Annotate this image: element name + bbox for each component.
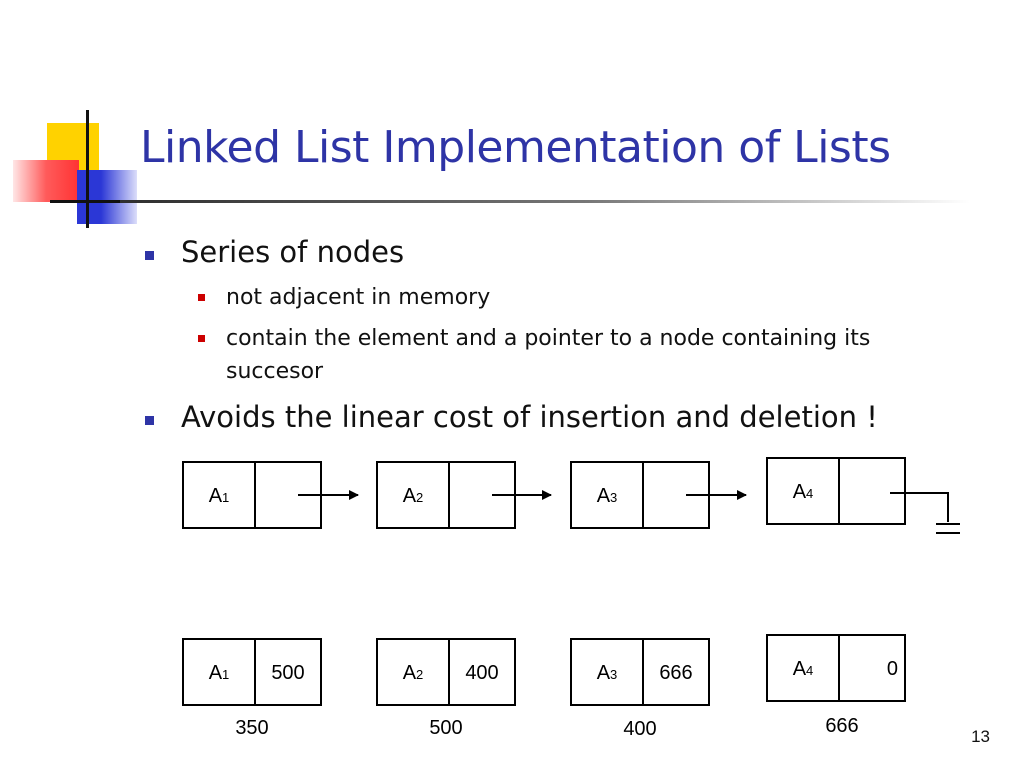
logo-vertical-line [86, 110, 89, 228]
page-number: 13 [971, 727, 990, 746]
node-element-label: A2 [402, 485, 424, 507]
slide-title: Linked List Implementation of Lists [140, 122, 891, 173]
logo-horizontal-line [50, 200, 140, 203]
sub-bullet-not-adjacent: not adjacent in memory [198, 281, 986, 314]
node-element-label: A4 [792, 481, 814, 503]
node-top-a4: A4 [766, 457, 906, 525]
node-element-label: A3 [596, 662, 618, 684]
logo-red-square [13, 160, 79, 202]
node-next-pointer: 0 [886, 658, 898, 680]
node-address-label: 500 [429, 717, 463, 739]
bullet-avoids-linear-cost: Avoids the linear cost of insertion and … [145, 400, 878, 434]
node-element-label: A4 [792, 658, 814, 680]
slide-logo [0, 0, 140, 240]
node-element-label: A3 [596, 485, 618, 507]
node-address-label: 350 [235, 717, 269, 739]
node-element-label: A2 [402, 662, 424, 684]
node-next-pointer: 400 [465, 662, 499, 684]
node-address-label: 666 [825, 715, 859, 737]
node-top-a3: A3 [570, 461, 710, 529]
node-top-a2: A2 [376, 461, 516, 529]
node-mem-a3: A3 666 [570, 638, 710, 706]
node-mem-a2: A2 400 [376, 638, 516, 706]
node-element-label: A1 [208, 485, 230, 507]
node-mem-a1: A1 500 [182, 638, 322, 706]
node-mem-a4: A4 0 [766, 634, 906, 702]
bullet-series-of-nodes: Series of nodes [144, 235, 405, 269]
node-element-label: A1 [208, 662, 230, 684]
node-top-a1: A1 [182, 461, 322, 529]
node-next-pointer: 500 [271, 662, 305, 684]
title-underline [120, 200, 970, 203]
sub-bullet-contain-element: contain the element and a pointer to a n… [198, 322, 966, 388]
node-next-pointer: 666 [659, 662, 693, 684]
node-address-label: 400 [623, 718, 657, 740]
